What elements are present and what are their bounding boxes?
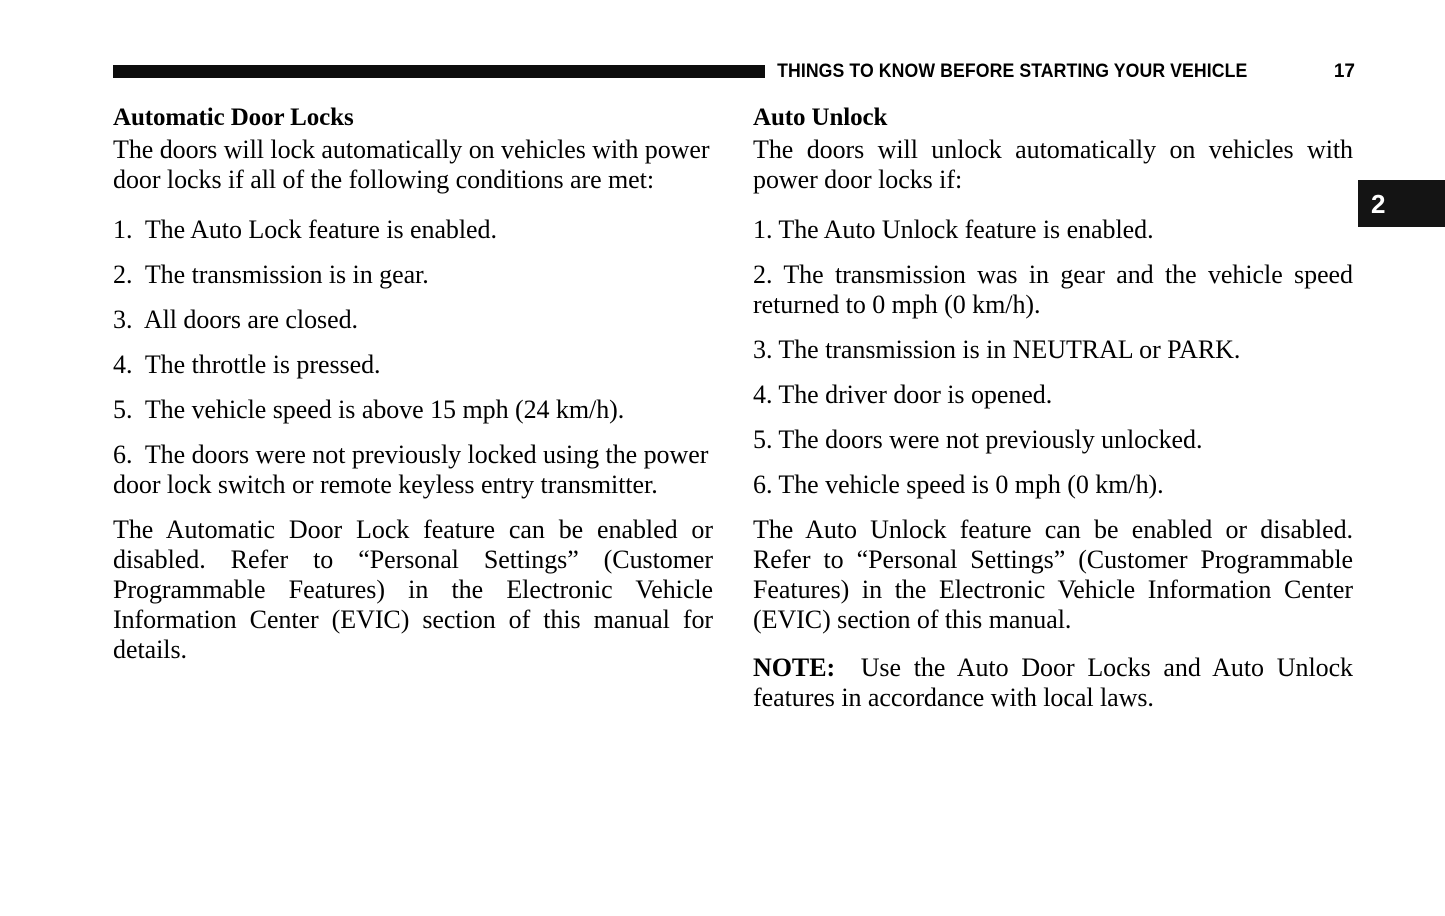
left-section-heading: Automatic Door Locks xyxy=(113,104,354,131)
list-item-text: The vehicle speed is above 15 mph (24 km… xyxy=(144,395,625,424)
list-item-number: 1. xyxy=(113,215,133,244)
list-item: 5. The vehicle speed is above 15 mph (24… xyxy=(113,395,713,425)
body-columns: Automatic Door Locks The doors will lock… xyxy=(113,102,1353,731)
list-item-text: The vehicle speed is 0 mph (0 km/h). xyxy=(778,470,1164,499)
list-item: 2. The transmission is in gear. xyxy=(113,260,713,290)
list-item-text: The transmission is in gear. xyxy=(144,260,429,289)
right-numbered-list: 1. The Auto Unlock feature is enabled. 2… xyxy=(753,215,1353,500)
note-paragraph: NOTE: Use the Auto Door Locks and Auto U… xyxy=(753,653,1353,713)
list-item-number: 6. xyxy=(113,440,133,469)
list-item-text: The doors were not previously locked usi… xyxy=(113,440,709,499)
list-item-number: 1. xyxy=(753,215,773,244)
list-item: 1. The Auto Unlock feature is enabled. xyxy=(753,215,1353,245)
chapter-number: 2 xyxy=(1371,188,1386,219)
list-item-number: 2. xyxy=(113,260,133,289)
list-item-text: The throttle is pressed. xyxy=(144,350,381,379)
list-item: 4. The throttle is pressed. xyxy=(113,350,713,380)
list-item-text: The transmission was in gear and the veh… xyxy=(753,260,1353,319)
list-item-text: The Auto Lock feature is enabled. xyxy=(144,215,497,244)
list-item-text: The Auto Unlock feature is enabled. xyxy=(778,215,1154,244)
note-label: NOTE: xyxy=(753,653,836,682)
list-item-number: 2. xyxy=(753,260,773,289)
left-intro-paragraph: The doors will lock automatically on veh… xyxy=(113,135,710,194)
list-item-text: The driver door is opened. xyxy=(778,380,1053,409)
right-intro-paragraph: The doors will unlock automatically on v… xyxy=(753,135,1353,194)
list-item-number: 3. xyxy=(113,305,133,334)
note-text: Use the Auto Door Locks and Auto Unlock … xyxy=(753,653,1354,712)
list-item-text: The transmission is in NEUTRAL or PARK. xyxy=(778,335,1241,364)
list-item-number: 3. xyxy=(753,335,773,364)
page-number: 17 xyxy=(1333,60,1355,82)
chapter-thumb-tab: 2 xyxy=(1358,180,1445,227)
list-item-text: All doors are closed. xyxy=(143,305,358,334)
list-item-number: 5. xyxy=(753,425,773,454)
right-closing-paragraph: The Auto Unlock feature can be enabled o… xyxy=(753,515,1353,634)
header-title: THINGS TO KNOW BEFORE STARTING YOUR VEHI… xyxy=(777,60,1248,82)
list-item: 3. All doors are closed. xyxy=(113,305,713,335)
list-item-number: 4. xyxy=(753,380,773,409)
list-item: 5. The doors were not previously unlocke… xyxy=(753,425,1353,455)
list-item: 3. The transmission is in NEUTRAL or PAR… xyxy=(753,335,1353,365)
left-numbered-list: 1. The Auto Lock feature is enabled. 2. … xyxy=(113,215,713,500)
list-item-number: 4. xyxy=(113,350,133,379)
left-closing-paragraph: The Automatic Door Lock feature can be e… xyxy=(113,515,713,664)
list-item: 1. The Auto Lock feature is enabled. xyxy=(113,215,713,245)
list-item: 6. The doors were not previously locked … xyxy=(113,440,713,500)
page-running-header: THINGS TO KNOW BEFORE STARTING YOUR VEHI… xyxy=(113,60,1355,82)
list-item: 2. The transmission was in gear and the … xyxy=(753,260,1353,320)
left-column: Automatic Door Locks The doors will lock… xyxy=(113,102,713,731)
list-item-number: 6. xyxy=(753,470,773,499)
list-item-number: 5. xyxy=(113,395,133,424)
right-column: Auto Unlock The doors will unlock automa… xyxy=(753,102,1353,731)
right-section-heading: Auto Unlock xyxy=(753,104,888,131)
list-item: 6. The vehicle speed is 0 mph (0 km/h). xyxy=(753,470,1353,500)
list-item: 4. The driver door is opened. xyxy=(753,380,1353,410)
header-rule xyxy=(113,64,765,78)
list-item-text: The doors were not previously unlocked. xyxy=(778,425,1203,454)
